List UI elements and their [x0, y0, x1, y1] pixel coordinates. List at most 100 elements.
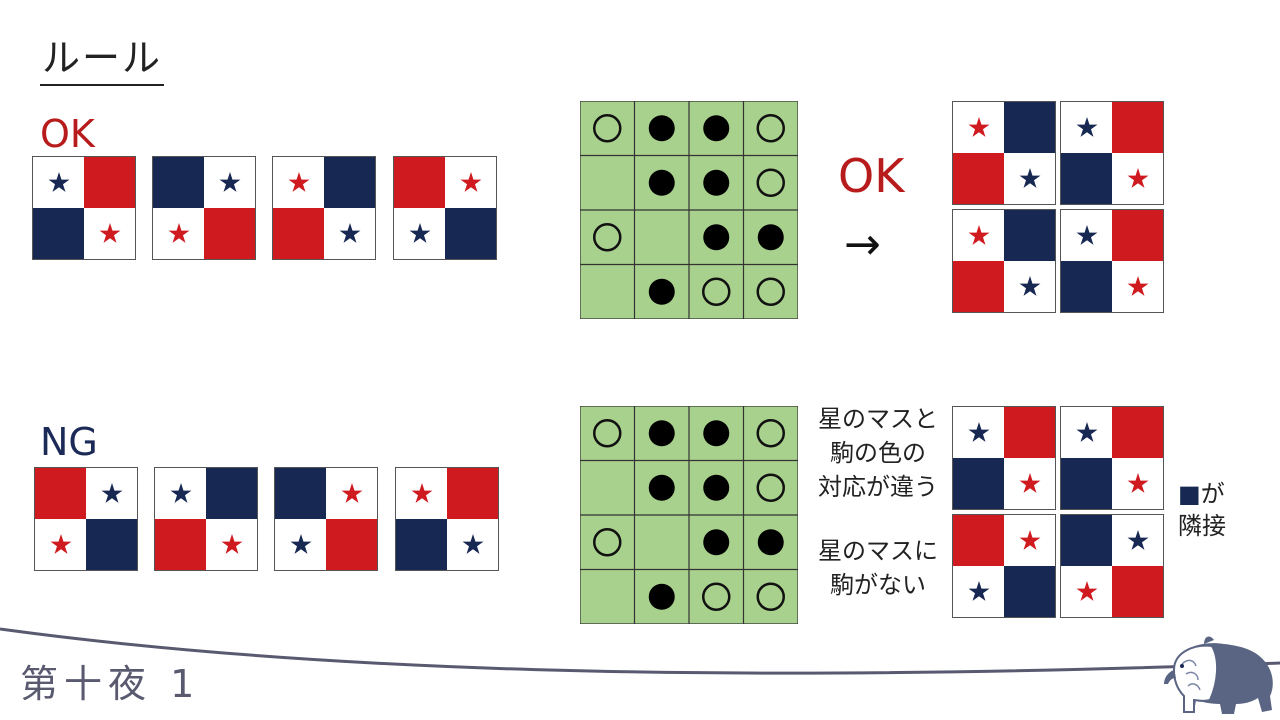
flag-quadrant: [953, 407, 1004, 458]
flag-quadrant: [1112, 407, 1163, 458]
star-icon: [221, 533, 242, 554]
flag-quadrant: [204, 208, 255, 259]
flag-quadrant: [1061, 458, 1112, 509]
flag-quadrant: [324, 208, 375, 259]
flag-quadrant: [1061, 261, 1112, 312]
flag-quadrant: [396, 519, 447, 570]
flag-quadrant: [1112, 566, 1163, 617]
flag-tile: [32, 156, 136, 260]
flag-quadrant: [953, 458, 1004, 509]
star-icon: [290, 533, 311, 554]
white-piece: [593, 528, 622, 557]
flag-quadrant: [84, 157, 135, 208]
star-icon: [48, 171, 69, 192]
flag-quadrant: [275, 468, 326, 519]
star-icon: [1076, 224, 1097, 245]
flag-quadrant: [1061, 515, 1112, 566]
flag-quadrant: [86, 519, 137, 570]
note-line: 隣接: [1178, 512, 1226, 540]
black-piece: [648, 278, 675, 305]
white-piece: [756, 168, 785, 197]
star-icon: [460, 171, 481, 192]
flag-quadrant: [153, 157, 204, 208]
flag-tile: [952, 101, 1056, 205]
flag-quadrant: [155, 519, 206, 570]
flag-quadrant: [1004, 153, 1055, 204]
black-piece: [757, 224, 784, 251]
footer-title: 第十夜 1: [20, 662, 201, 706]
flag-quadrant: [1061, 102, 1112, 153]
black-piece: [648, 169, 675, 196]
star-icon: [50, 533, 71, 554]
flag-quadrant: [1112, 210, 1163, 261]
flag-quadrant: [1061, 153, 1112, 204]
flag-quadrant: [953, 261, 1004, 312]
flag-tile: [1060, 101, 1164, 205]
black-piece: [703, 169, 730, 196]
flag-quadrant: [86, 468, 137, 519]
flag-tile: [1060, 406, 1164, 510]
flag-tile: [393, 156, 497, 260]
arrow-icon: →: [844, 219, 881, 270]
flag-quadrant: [273, 208, 324, 259]
black-piece: [648, 583, 675, 610]
white-piece: [756, 582, 785, 611]
flag-tile: [34, 467, 138, 571]
flag-quadrant: [394, 208, 445, 259]
star-icon: [1076, 580, 1097, 601]
flag-quadrant: [953, 153, 1004, 204]
flag-quadrant: [445, 208, 496, 259]
result-ok-label: OK: [838, 149, 905, 203]
flag-quadrant: [324, 157, 375, 208]
white-piece: [756, 419, 785, 448]
tapir-icon: [1164, 636, 1273, 714]
flag-quadrant: [275, 519, 326, 570]
note-line: 駒の色の: [830, 439, 926, 467]
board-grid: [580, 406, 798, 624]
white-piece: [702, 582, 731, 611]
white-piece: [702, 277, 731, 306]
star-icon: [1076, 421, 1097, 442]
flag-tile: [395, 467, 499, 571]
star-icon: [170, 482, 191, 503]
flag-quadrant: [953, 515, 1004, 566]
star-icon: [968, 116, 989, 137]
page-title: ルール: [40, 36, 165, 86]
star-icon: [968, 580, 989, 601]
star-icon: [1127, 275, 1148, 296]
black-piece: [757, 529, 784, 556]
flag-quadrant: [396, 468, 447, 519]
note-missing-piece: 星のマスに 駒がない: [808, 534, 948, 602]
note-line: 星のマスと: [818, 405, 938, 433]
star-icon: [339, 222, 360, 243]
flag-quadrant: [33, 157, 84, 208]
star-icon: [409, 222, 430, 243]
note-color-mismatch: 星のマスと 駒の色の 対応が違う: [808, 402, 948, 504]
white-piece: [756, 277, 785, 306]
flag-quadrant: [1061, 210, 1112, 261]
black-piece: [703, 224, 730, 251]
board-grid: [580, 101, 798, 319]
star-icon: [411, 482, 432, 503]
flag-tile: [274, 467, 378, 571]
black-piece: [703, 115, 730, 142]
star-icon: [288, 171, 309, 192]
flag-quadrant: [953, 102, 1004, 153]
flag-quadrant: [1112, 102, 1163, 153]
flag-tile: [152, 156, 256, 260]
flag-quadrant: [1061, 566, 1112, 617]
flag-quadrant: [447, 468, 498, 519]
black-piece: [703, 474, 730, 501]
flag-quadrant: [273, 157, 324, 208]
flag-tile: [952, 406, 1056, 510]
footer-curve: [0, 627, 1280, 675]
flag-quadrant: [153, 208, 204, 259]
star-icon: [1019, 529, 1040, 550]
flag-tile: [272, 156, 376, 260]
flag-quadrant: [953, 566, 1004, 617]
flag-quadrant: [1004, 515, 1055, 566]
flag-quadrant: [1112, 261, 1163, 312]
flag-quadrant: [33, 208, 84, 259]
note-line: 対応が違う: [818, 473, 938, 501]
flag-quadrant: [206, 519, 257, 570]
